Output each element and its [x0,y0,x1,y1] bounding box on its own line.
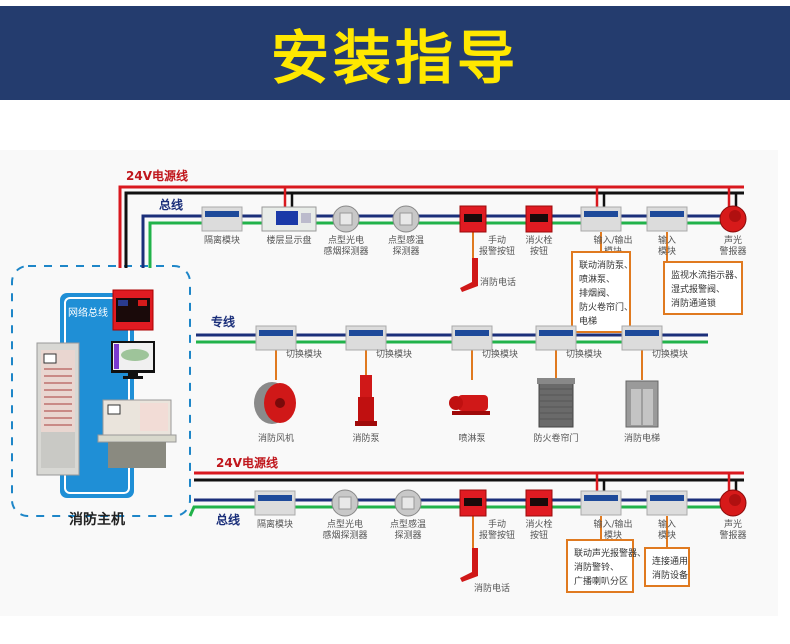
device-label: 消防泵 [352,432,379,444]
cabinet-icon [36,342,80,476]
dedicated-line-label: 专线 [211,314,235,329]
device-label: 消火栓按钮 [525,234,552,257]
device-label: 隔离模块 [257,518,293,530]
note-line: 湿式报警阀、 [671,283,725,295]
note-box [571,251,631,333]
note-line: 监视水流指示器、 [671,269,743,281]
note-box [663,261,743,315]
switch-module-icon [345,325,387,351]
device-label: 点型光电感烟探测器 [323,234,368,257]
note-box [644,547,690,587]
device-label: 输入/输出模块 [593,518,632,541]
host-boundary [11,265,191,517]
device-label: 声光警报器 [719,518,746,541]
note-line: 排烟阀、 [579,287,615,299]
phone-label: 消防电话 [480,276,516,288]
note-line: 广播喇叭分区 [574,575,628,587]
note-line: 消防设备 [652,569,688,581]
fire-pump-icon [355,375,377,426]
device-label: 声光警报器 [719,234,746,257]
device-label: 手动报警按钮 [479,234,515,257]
console-desk-icon [97,399,177,468]
fire-phone [460,258,478,292]
phone-label: 消防电话 [474,582,510,594]
device-label: 点型感温探测器 [388,234,424,257]
bus-label: 总线 [216,512,240,527]
fire-phone-icon [460,548,478,582]
fire-fan-icon [254,382,296,424]
switch-module-label: 切换模块 [652,348,688,360]
device-label: 防火卷帘门 [533,432,578,444]
siren-icon [719,489,747,517]
note-box [566,539,634,593]
power-line-label: 24V电源线 [216,455,278,470]
device-label: 输入模块 [658,234,676,257]
device-label: 消防风机 [258,432,294,444]
switch-module-icon [451,325,493,351]
elevator-icon [625,380,659,428]
note-line: 防火卷帘门、 [579,301,633,313]
note-line: 联动声光报警器、 [574,547,646,559]
note-line: 喷淋泵、 [579,273,615,285]
switch-module-label: 切换模块 [286,348,322,360]
fire-phone-icon [460,258,478,292]
power-line-top [118,185,744,268]
host-label: 消防主机 [69,511,125,528]
note-line: 电梯 [579,315,597,327]
module-icon [580,206,622,232]
page-title: 安装指导 [270,24,519,92]
bus-line-green-bottom [188,505,740,517]
hydrant-button-icon [525,205,553,233]
device-label: 点型感温探测器 [390,518,426,541]
note-line: 连接通用 [652,555,688,567]
bus-label: 总线 [159,197,183,212]
device-label: 消火栓按钮 [525,518,552,541]
device-label: 喷淋泵 [458,432,485,444]
module-icon [580,490,622,516]
hydrant-button-icon [525,489,553,517]
smoke-detector-icon [331,489,359,517]
fire-phone [460,548,478,582]
device-label: 隔离模块 [204,234,240,246]
device-label: 点型光电感烟探测器 [322,518,367,541]
module-icon [201,206,243,232]
heat-detector-icon [394,489,422,517]
switch-module-icon [535,325,577,351]
switch-module-label: 切换模块 [376,348,412,360]
note-line: 消防通道锁 [671,297,716,309]
switch-module-icon [255,325,297,351]
floor-display-icon [261,206,317,232]
device-label: 手动报警按钮 [479,518,515,541]
device-label: 消防电梯 [624,432,660,444]
network-bus-label: 网络总线 [68,306,108,319]
power-line-label: 24V电源线 [126,168,188,183]
rolling-shutter-icon [537,378,575,428]
switch-module-label: 切换模块 [482,348,518,360]
monitor-icon [111,341,155,379]
switch-module-icon [621,325,663,351]
note-line: 消防警铃、 [574,561,619,573]
device-label: 输入模块 [658,518,676,541]
sprinkler-pump-icon [449,395,490,415]
heat-detector-icon [392,205,420,233]
siren-icon [719,205,747,233]
manual-alarm-button-icon [459,205,487,233]
module-icon [254,490,296,516]
module-icon [646,490,688,516]
device-label: 楼层显示盘 [266,234,311,246]
module-icon [646,206,688,232]
note-line: 联动消防泵、 [579,259,633,271]
fire-controller-icon [112,289,154,331]
switch-module-label: 切换模块 [566,348,602,360]
ground-line-top [124,191,744,268]
smoke-detector-icon [332,205,360,233]
header-banner: 安装指导 [0,6,790,100]
manual-alarm-button-icon [459,489,487,517]
